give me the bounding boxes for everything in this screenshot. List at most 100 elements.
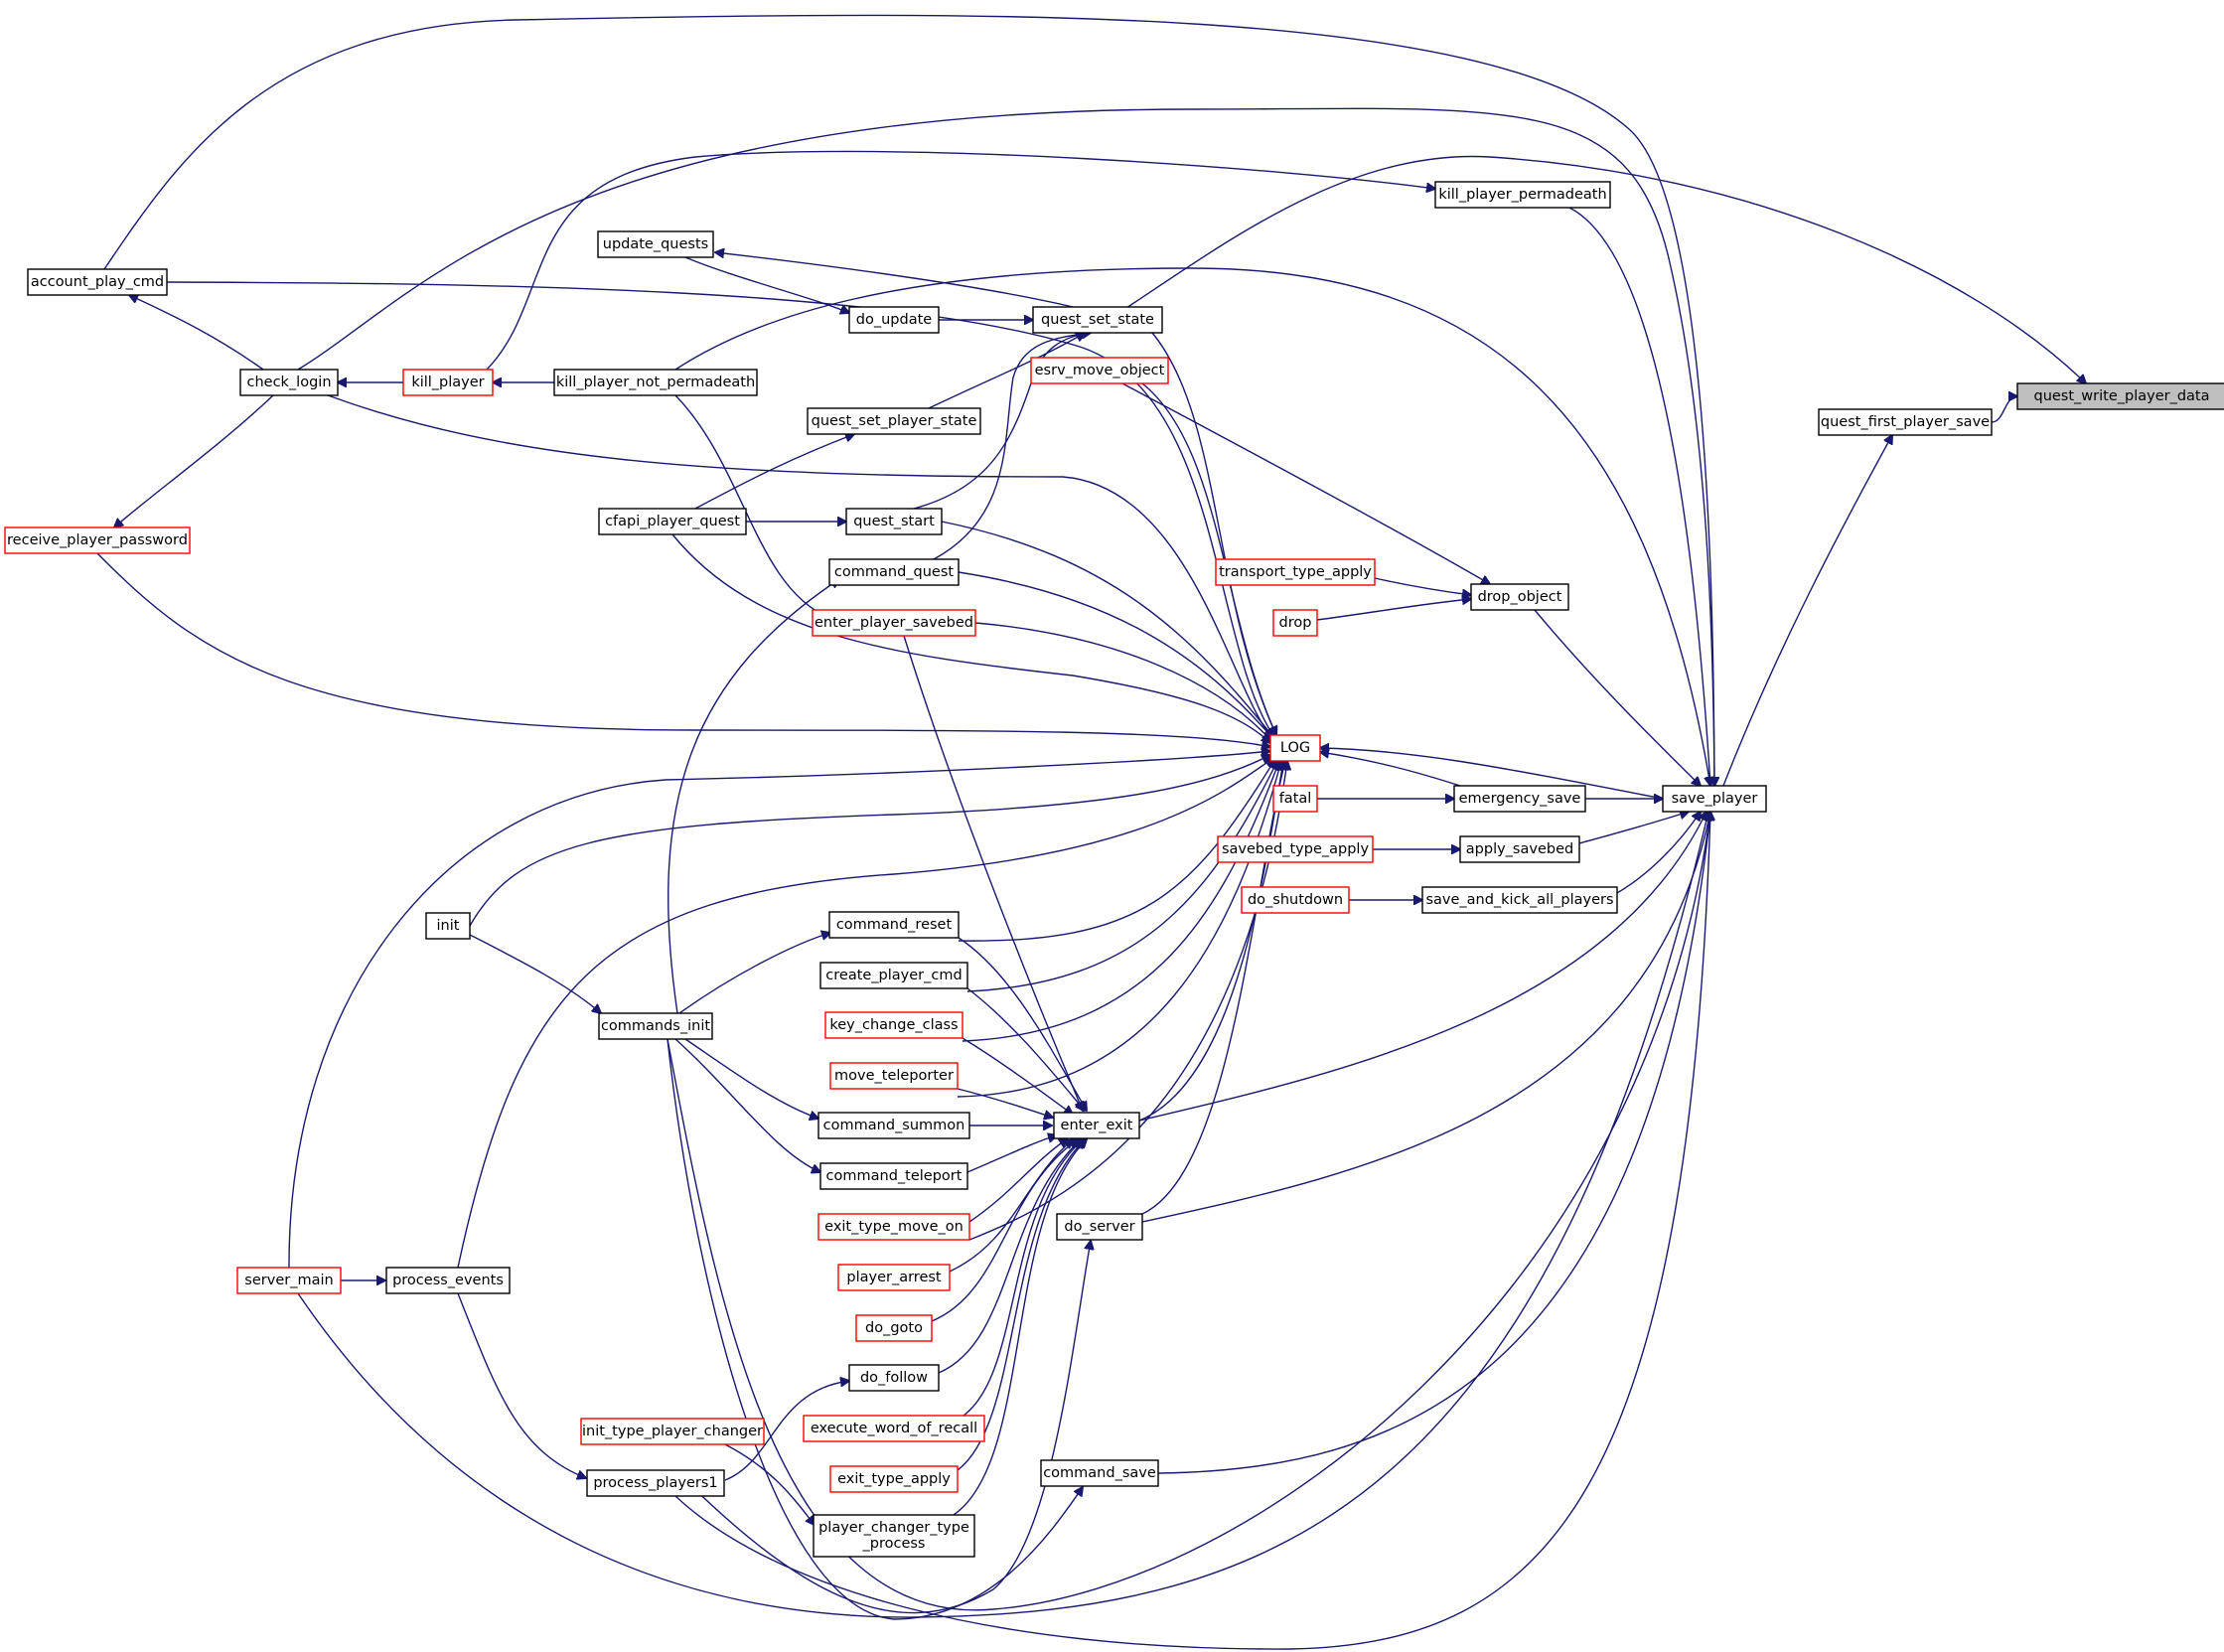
node-transport-type-apply[interactable]: transport_type_apply xyxy=(1215,558,1376,586)
edge-do_goto-to-enter_exit xyxy=(931,1139,1078,1322)
node-do-shutdown[interactable]: do_shutdown xyxy=(1241,886,1350,914)
node-player-arrest[interactable]: player_arrest xyxy=(837,1264,951,1291)
node-quest-set-player-state[interactable]: quest_set_player_state xyxy=(807,407,981,435)
node-LOG[interactable]: LOG xyxy=(1269,734,1321,762)
edge-command_quest-to-LOG xyxy=(958,571,1273,739)
node-command-save[interactable]: command_save xyxy=(1040,1459,1159,1487)
node-exit-type-apply[interactable]: exit_type_apply xyxy=(829,1465,959,1493)
node-esrv-move-object[interactable]: esrv_move_object xyxy=(1030,357,1169,384)
edge-init_type_player_changer-to-player_changer_type_process xyxy=(724,1443,815,1525)
node-server-main[interactable]: server_main xyxy=(236,1267,342,1294)
node-label: do_follow xyxy=(860,1370,928,1386)
node-kill-player-not-permadeath[interactable]: kill_player_not_permadeath xyxy=(553,369,758,396)
node-init-type-player-changer[interactable]: init_type_player_changer xyxy=(580,1418,765,1445)
node-command-quest[interactable]: command_quest xyxy=(828,558,960,586)
node-kill-player[interactable]: kill_player xyxy=(402,369,494,396)
node-cfapi-player-quest[interactable]: cfapi_player_quest xyxy=(598,508,747,535)
node-account-play-cmd[interactable]: account_play_cmd xyxy=(27,268,168,296)
edge-commands_init-to-command_quest xyxy=(667,579,839,1014)
node-player-changer-type-process[interactable]: player_changer_type_process xyxy=(813,1514,975,1558)
edge-quest_set_state-to-update_quests xyxy=(715,252,1074,308)
edge-layer xyxy=(96,14,2086,1650)
node-receive-player-password[interactable]: receive_player_password xyxy=(4,526,191,554)
edge-quest_set_state-to-LOG xyxy=(1151,332,1276,735)
edge-server_main-to-LOG xyxy=(288,751,1270,1269)
node-box xyxy=(813,1514,975,1558)
node-label: save_player xyxy=(1672,791,1758,807)
node-box xyxy=(586,1469,725,1497)
edge-exit_type_apply-to-enter_exit xyxy=(957,1139,1085,1471)
node-box xyxy=(1032,306,1163,334)
node-label: transport_type_apply xyxy=(1219,564,1372,580)
node-do-update[interactable]: do_update xyxy=(848,306,940,334)
edge-quest_start-to-quest_set_state xyxy=(913,333,1088,510)
node-save-player[interactable]: save_player xyxy=(1662,785,1767,813)
edge-save_player-to-quest_first_player_save xyxy=(1722,435,1892,787)
node-label: check_login xyxy=(246,375,331,390)
node-label: commands_init xyxy=(601,1018,710,1034)
edge-key_change_class-to-LOG xyxy=(962,761,1279,1042)
node-check-login[interactable]: check_login xyxy=(239,369,339,396)
edge-emergency_save-to-LOG xyxy=(1320,752,1461,787)
edge-drop-to-drop_object xyxy=(1316,599,1471,621)
node-do-server[interactable]: do_server xyxy=(1056,1213,1143,1241)
node-commands-init[interactable]: commands_init xyxy=(598,1012,713,1040)
node-savebed-type-apply[interactable]: savebed_type_apply xyxy=(1217,835,1374,863)
edge-command_reset-to-LOG xyxy=(958,759,1275,942)
node-quest-start[interactable]: quest_start xyxy=(845,508,943,535)
node-process-players1[interactable]: process_players1 xyxy=(586,1469,725,1497)
node-label: server_main xyxy=(244,1273,333,1288)
edge-save_player-to-LOG xyxy=(1320,748,1664,800)
edge-command_quest-to-quest_set_state xyxy=(933,333,1091,560)
node-create-player-cmd[interactable]: create_player_cmd xyxy=(819,962,968,989)
node-command-reset[interactable]: command_reset xyxy=(828,911,960,939)
node-drop[interactable]: drop xyxy=(1272,609,1318,637)
node-label: command_summon xyxy=(823,1118,965,1133)
node-label: emergency_save xyxy=(1459,791,1581,807)
node-command-teleport[interactable]: command_teleport xyxy=(819,1162,968,1190)
node-execute-word-of-recall[interactable]: execute_word_of_recall xyxy=(803,1415,985,1442)
node-label: execute_word_of_recall xyxy=(811,1421,977,1436)
node-box xyxy=(598,1012,713,1040)
node-box xyxy=(812,609,976,637)
node-apply-savebed[interactable]: apply_savebed xyxy=(1459,835,1580,863)
node-do-follow[interactable]: do_follow xyxy=(848,1364,940,1392)
node-update-quests[interactable]: update_quests xyxy=(597,230,714,258)
node-do-goto[interactable]: do_goto xyxy=(855,1314,933,1342)
node-label: receive_player_password xyxy=(7,532,188,548)
node-drop-object[interactable]: drop_object xyxy=(1470,583,1569,611)
node-box xyxy=(829,1465,959,1493)
edge-apply_savebed-to-save_player xyxy=(1578,812,1689,844)
edge-check_login-to-receive_player_password xyxy=(114,394,274,527)
edge-init-to-commands_init xyxy=(469,934,601,1013)
node-command-summon[interactable]: command_summon xyxy=(817,1112,970,1139)
node-label: quest_start xyxy=(853,514,935,529)
edge-cfapi_player_quest-to-LOG xyxy=(671,533,1270,743)
edge-save_and_kick_all_players-to-save_player xyxy=(1616,812,1701,894)
node-kill-player-permadeath[interactable]: kill_player_permadeath xyxy=(1434,181,1611,209)
edge-do_follow-to-enter_exit xyxy=(938,1139,1081,1374)
edge-check_login-to-account_play_cmd xyxy=(129,295,264,371)
node-init[interactable]: init xyxy=(425,912,471,940)
node-enter-player-savebed[interactable]: enter_player_savebed xyxy=(812,609,976,637)
node-enter-exit[interactable]: enter_exit xyxy=(1053,1112,1140,1139)
node-box xyxy=(829,1062,959,1090)
node-fatal[interactable]: fatal xyxy=(1272,785,1318,813)
node-emergency-save[interactable]: emergency_save xyxy=(1453,785,1586,813)
node-process-events[interactable]: process_events xyxy=(385,1267,511,1294)
node-label: move_teleporter xyxy=(834,1068,954,1084)
node-quest-set-state[interactable]: quest_set_state xyxy=(1032,306,1163,334)
node-box xyxy=(845,508,943,535)
node-quest-first-player-save[interactable]: quest_first_player_save xyxy=(1818,408,1993,436)
node-save-and-kick-all-players[interactable]: save_and_kick_all_players xyxy=(1421,886,1618,914)
node-box xyxy=(837,1264,951,1291)
node-quest-write-player-data[interactable]: quest_write_player_data xyxy=(2016,382,2224,410)
node-exit-type-move-on[interactable]: exit_type_move_on xyxy=(817,1213,970,1241)
node-label: init xyxy=(437,918,460,934)
node-label: kill_player_permadeath xyxy=(1438,187,1606,203)
node-label: fatal xyxy=(1279,791,1312,807)
node-key-change-class[interactable]: key_change_class xyxy=(824,1011,964,1039)
edge-quest_set_state-to-quest_write_player_data xyxy=(1125,155,2086,383)
node-box xyxy=(1269,734,1321,762)
node-move-teleporter[interactable]: move_teleporter xyxy=(829,1062,959,1090)
